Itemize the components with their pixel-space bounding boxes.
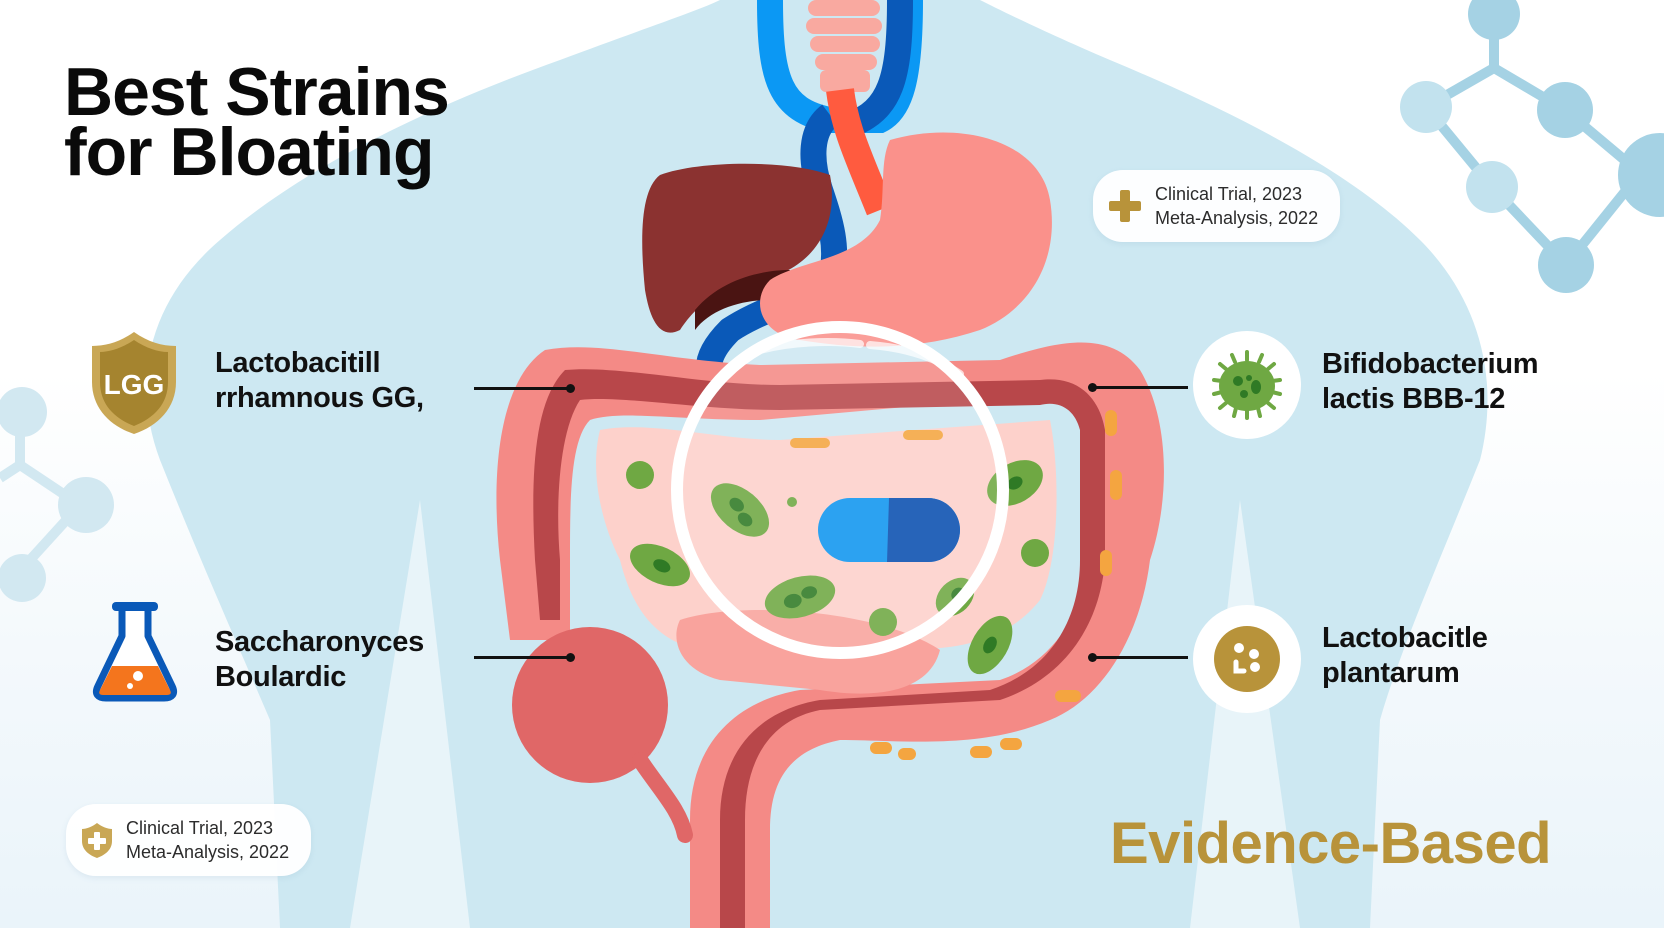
flask-icon (92, 602, 178, 702)
evidence-badge-bottom: Clinical Trial, 2023 Meta-Analysis, 2022 (66, 804, 312, 876)
evidence-top-line-2: Meta-Analysis, 2022 (1155, 208, 1319, 228)
evidence-top-line-1: Clinical Trial, 2023 (1155, 184, 1303, 204)
leader-line-bifidobacterium (1092, 386, 1188, 389)
strain-label-saccharomyces: Saccharonyces Boulardic (215, 626, 424, 693)
leader-dot-plantarum (1088, 653, 1097, 662)
evidence-bottom-line-1: Clinical Trial, 2023 (126, 818, 274, 838)
bacteria-cluster (626, 460, 1049, 675)
leader-dot-bifidobacterium (1088, 383, 1097, 392)
shield-plus-icon (82, 823, 112, 858)
bacteria-icon (1193, 331, 1301, 439)
leader-line-plantarum (1092, 656, 1188, 659)
title-line-2: for Bloating (64, 114, 435, 190)
leader-line-saccharomyces (474, 656, 570, 659)
leader-dot-lgg (566, 384, 575, 393)
evidence-badge-top: Clinical Trial, 2023 Meta-Analysis, 2022 (1093, 170, 1341, 242)
title-line-1: Best Strains (64, 54, 450, 130)
capsule-icon (818, 498, 960, 562)
cell-icon (1193, 605, 1301, 713)
strain-label-plantarum: Lactobacitle plantarum (1322, 622, 1488, 689)
leader-dot-saccharomyces (566, 653, 575, 662)
shield-lgg-icon: LGG (92, 332, 176, 434)
leader-line-lgg (474, 387, 570, 390)
evidence-bottom-line-2: Meta-Analysis, 2022 (126, 842, 290, 862)
evidence-based-tagline: Evidence-Based (1110, 811, 1552, 876)
svg-text:LGG: LGG (104, 369, 165, 400)
plus-icon (1109, 190, 1141, 222)
page-title: Best Strains for Bloating (64, 54, 450, 190)
strain-label-lgg: Lactobacitill rrhamnous GG, (215, 347, 424, 414)
strain-label-bifidobacterium: Bifidobacterium lactis BBB-12 (1322, 348, 1539, 415)
